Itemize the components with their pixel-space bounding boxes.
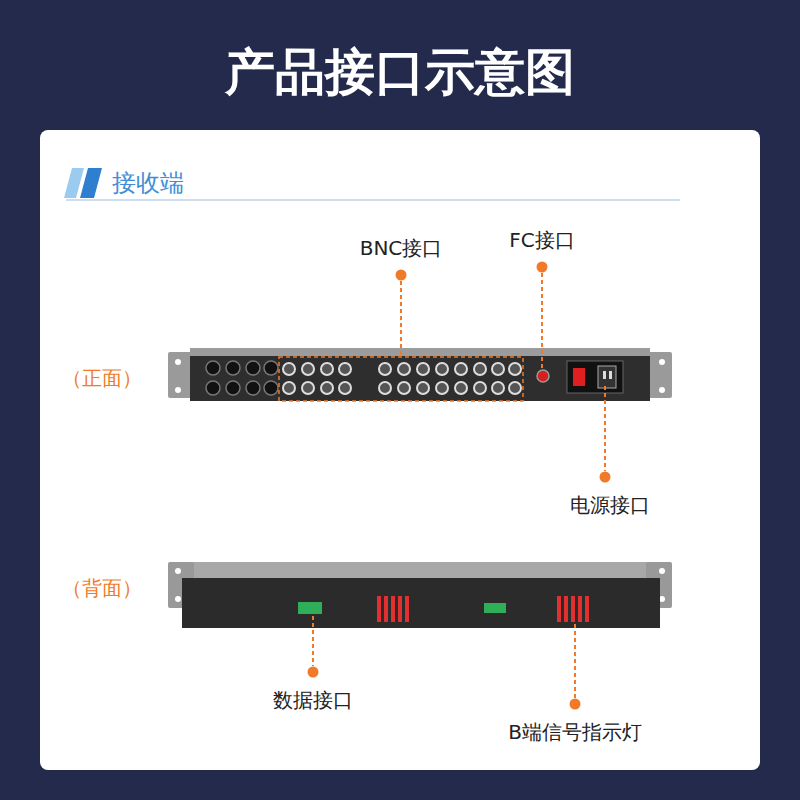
callout-label: B端信号指示灯 [508,720,642,744]
white-card [40,130,760,770]
callout-label: 电源接口 [570,493,650,517]
page-title: 产品接口示意图 [225,42,575,102]
section-heading: 接收端 [112,169,184,198]
callout-label: 数据接口 [273,688,353,712]
callout-label: FC接口 [509,228,574,252]
callout-label: BNC接口 [360,236,443,260]
view-label: （背面） [62,576,142,600]
view-label: （正面） [62,366,142,390]
